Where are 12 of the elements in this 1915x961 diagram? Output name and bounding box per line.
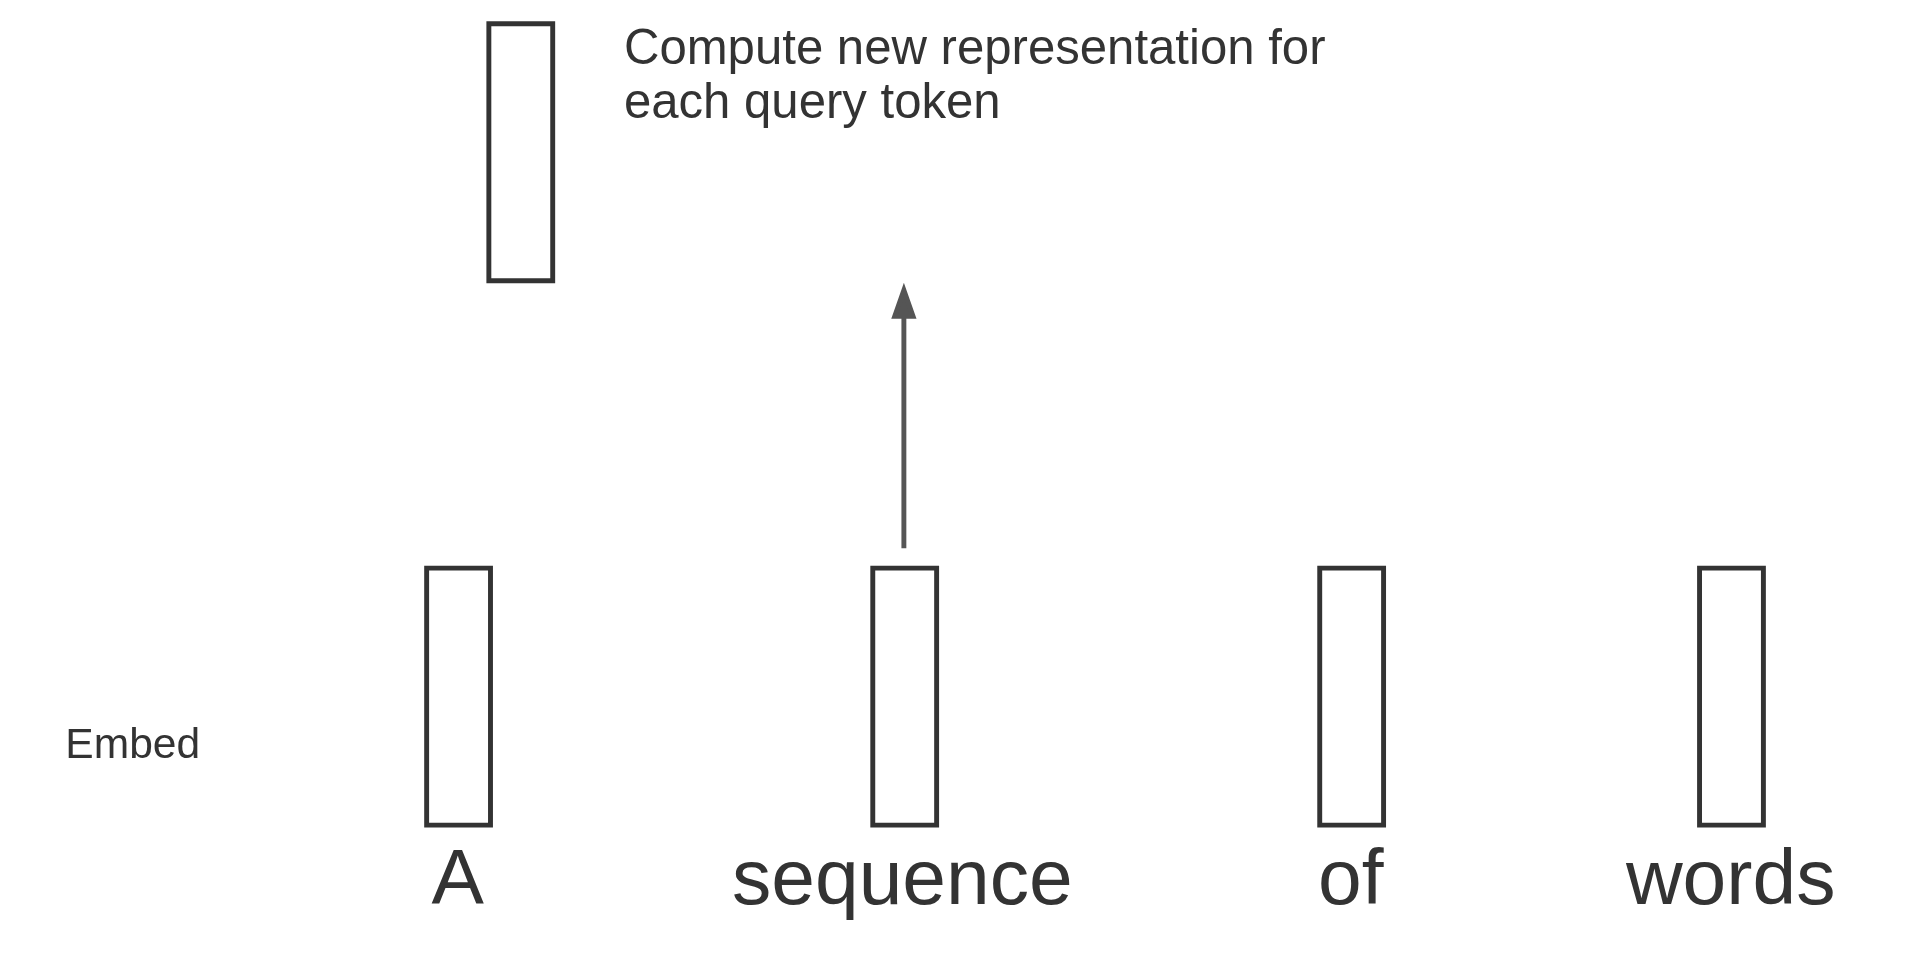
node-label: of <box>1318 832 1384 921</box>
node-box <box>1317 565 1387 828</box>
node-label: A <box>431 832 484 921</box>
node-box <box>424 565 493 828</box>
node-box <box>1697 565 1766 828</box>
label: Embed <box>65 718 201 767</box>
arrow <box>891 282 917 549</box>
node-box <box>870 565 940 828</box>
node-label: sequence <box>731 832 1073 921</box>
node-box <box>486 21 556 284</box>
node-label: words <box>1625 832 1836 921</box>
node-label: Compute new representation for each query token <box>623 19 1326 128</box>
